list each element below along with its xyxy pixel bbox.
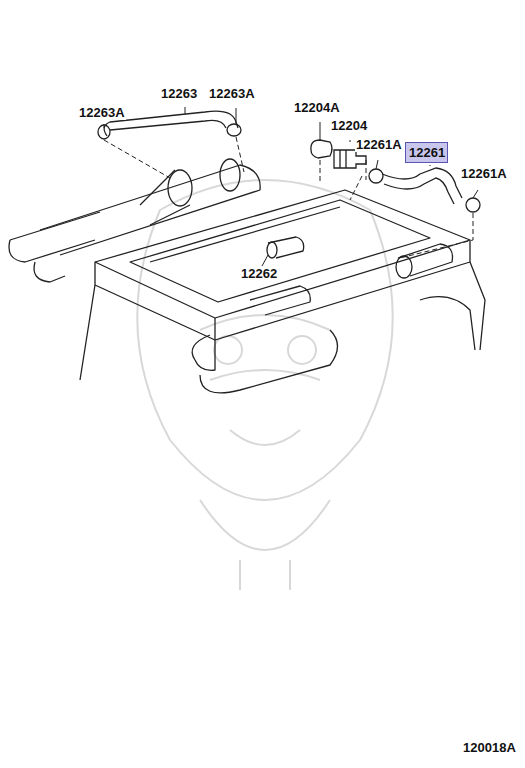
- leader-dashes: [104, 137, 473, 258]
- part-number: 12263: [160, 86, 198, 101]
- highlight-box: 12261: [405, 142, 448, 163]
- leader-lines: [104, 107, 478, 266]
- figure-code: 120018A: [462, 740, 517, 755]
- part-number: 12261: [409, 145, 444, 160]
- part-number: 12204A: [293, 100, 341, 115]
- watermark: [137, 180, 392, 590]
- engine-outline: [9, 159, 485, 393]
- part-number: 12262: [240, 266, 278, 281]
- part-number: 12263A: [208, 86, 256, 101]
- hoses: [98, 111, 480, 212]
- part-number: 12261A: [355, 137, 403, 152]
- part-number: 12204: [330, 118, 368, 133]
- part-number: 12261A: [460, 166, 508, 181]
- part-number: 12263A: [78, 105, 126, 120]
